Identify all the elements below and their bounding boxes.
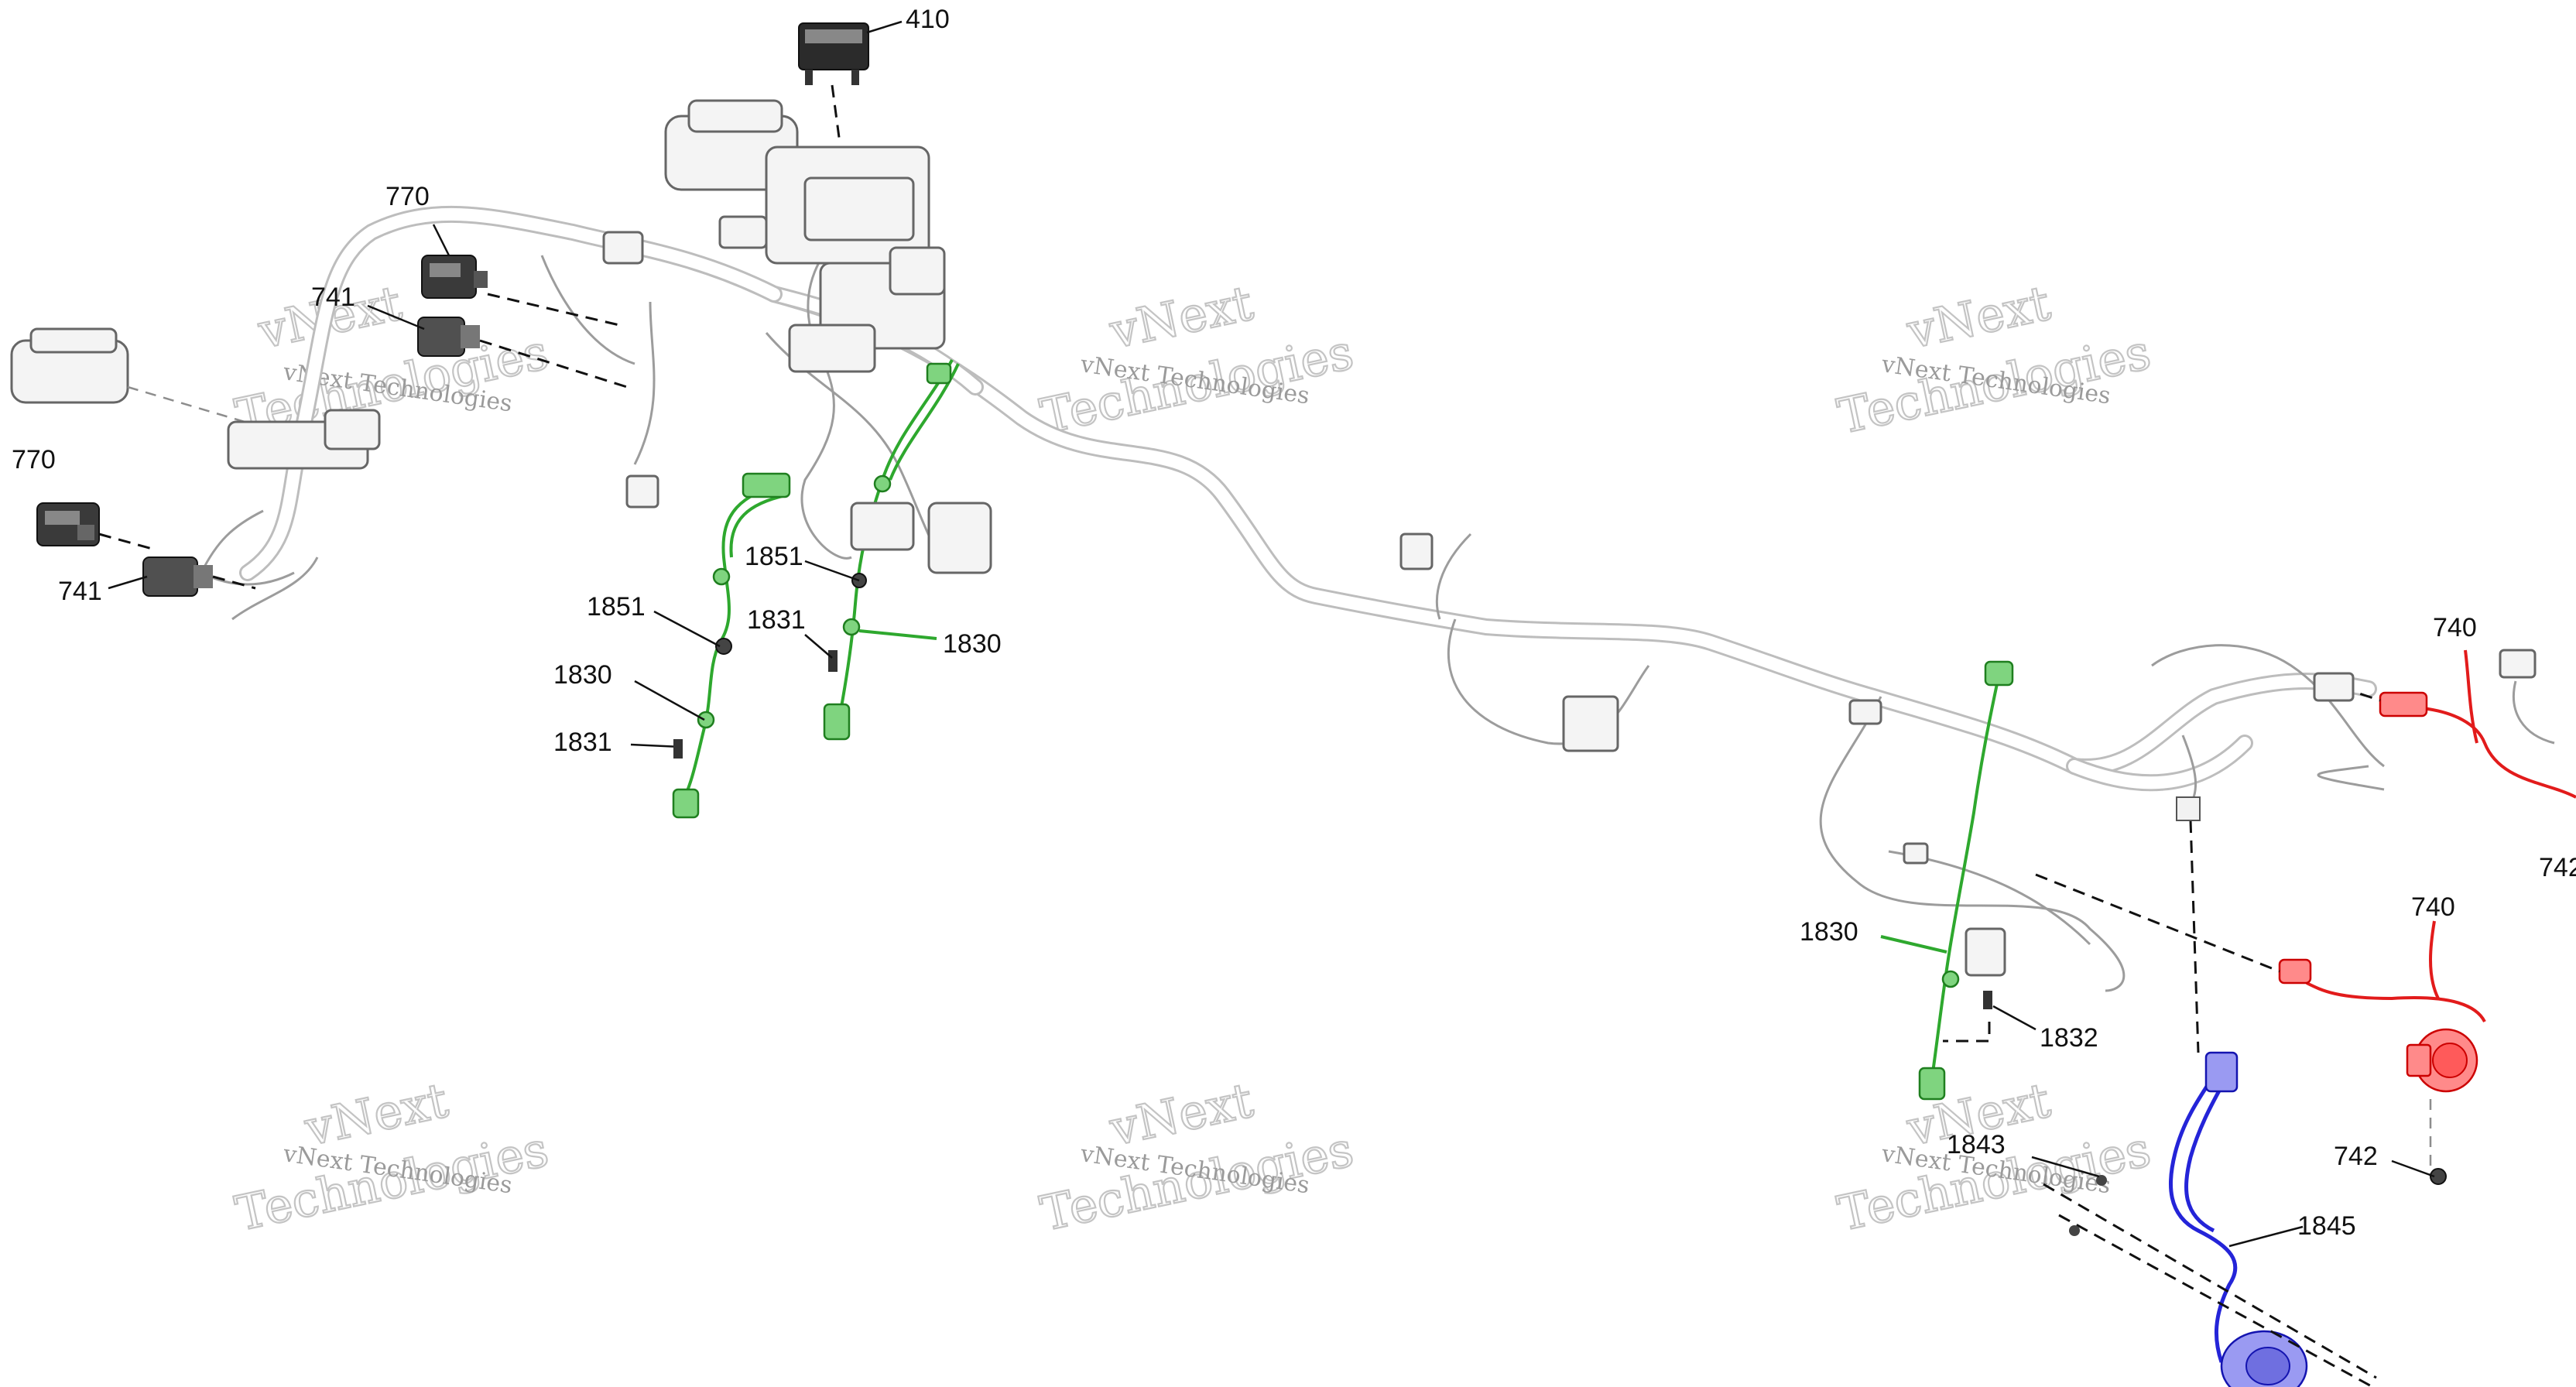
callout-1831-left: 1831 (553, 728, 612, 757)
watermark-top-mid: vNext Technologies vNext Technologies (1035, 274, 1359, 446)
callout-740-mid: 740 (2411, 892, 2455, 922)
wheel-speed-sensor-left (630, 472, 791, 819)
relay-770-left (36, 502, 156, 551)
callout-1831-mid: 1831 (747, 605, 806, 635)
ecu-connector-block (803, 176, 915, 241)
bracket-assembly (227, 409, 381, 470)
callout-1830-mid: 1830 (943, 629, 1002, 659)
callout-741-top: 741 (311, 283, 355, 312)
relay-bracket (788, 324, 876, 373)
callout-1830-right: 1830 (1800, 917, 1858, 947)
fuse-box-lid (687, 99, 783, 133)
wheel-speed-sensor-right (1880, 660, 2036, 1101)
callout-1832: 1832 (2040, 1023, 2098, 1053)
harness-clip (889, 246, 946, 296)
relay-741-left (108, 557, 256, 597)
ecu-cluster (602, 99, 946, 373)
callout-742-right: 742 (2539, 853, 2576, 882)
callout-742-bottom: 742 (2334, 1142, 2378, 1171)
relay-highlight (805, 29, 862, 43)
sensor-1845 (2031, 796, 2377, 1387)
sensor-740-top (2321, 649, 2576, 799)
callout-1843: 1843 (1947, 1130, 2006, 1159)
main-harness (199, 205, 2555, 992)
callout-740-top: 740 (2433, 613, 2477, 642)
callout-1851-mid: 1851 (745, 542, 803, 571)
watermarks: vNext Technologies vNext Technologies vN… (230, 274, 2156, 1243)
sensor-740-mid (2035, 873, 2486, 1185)
watermark-bottom-mid: vNext Technologies vNext Technologies (1035, 1071, 1359, 1243)
relay-410 (798, 20, 903, 144)
callout-410: 410 (906, 5, 950, 34)
harness-connectors (625, 474, 2537, 977)
relay-770-top (421, 224, 488, 299)
callout-1845: 1845 (2297, 1211, 2356, 1241)
callout-labels: 410 770 741 770 741 1851 1830 1831 1851 … (12, 5, 2576, 1241)
watermark-top-right: vNext Technologies vNext Technologies (1832, 274, 2156, 446)
callout-770-top: 770 (385, 182, 430, 211)
small-connector (602, 231, 644, 265)
watermark-top-left: vNext Technologies vNext Technologies (230, 274, 554, 446)
callout-1851-left: 1851 (587, 592, 646, 622)
callout-741-left: 741 (58, 577, 102, 606)
watermark-bottom-left: vNext Technologies vNext Technologies (230, 1071, 554, 1243)
relay-741-top (367, 293, 628, 389)
callout-770-left: 770 (12, 445, 56, 474)
callout-1830-left: 1830 (553, 660, 612, 690)
small-connector-2 (718, 215, 768, 249)
